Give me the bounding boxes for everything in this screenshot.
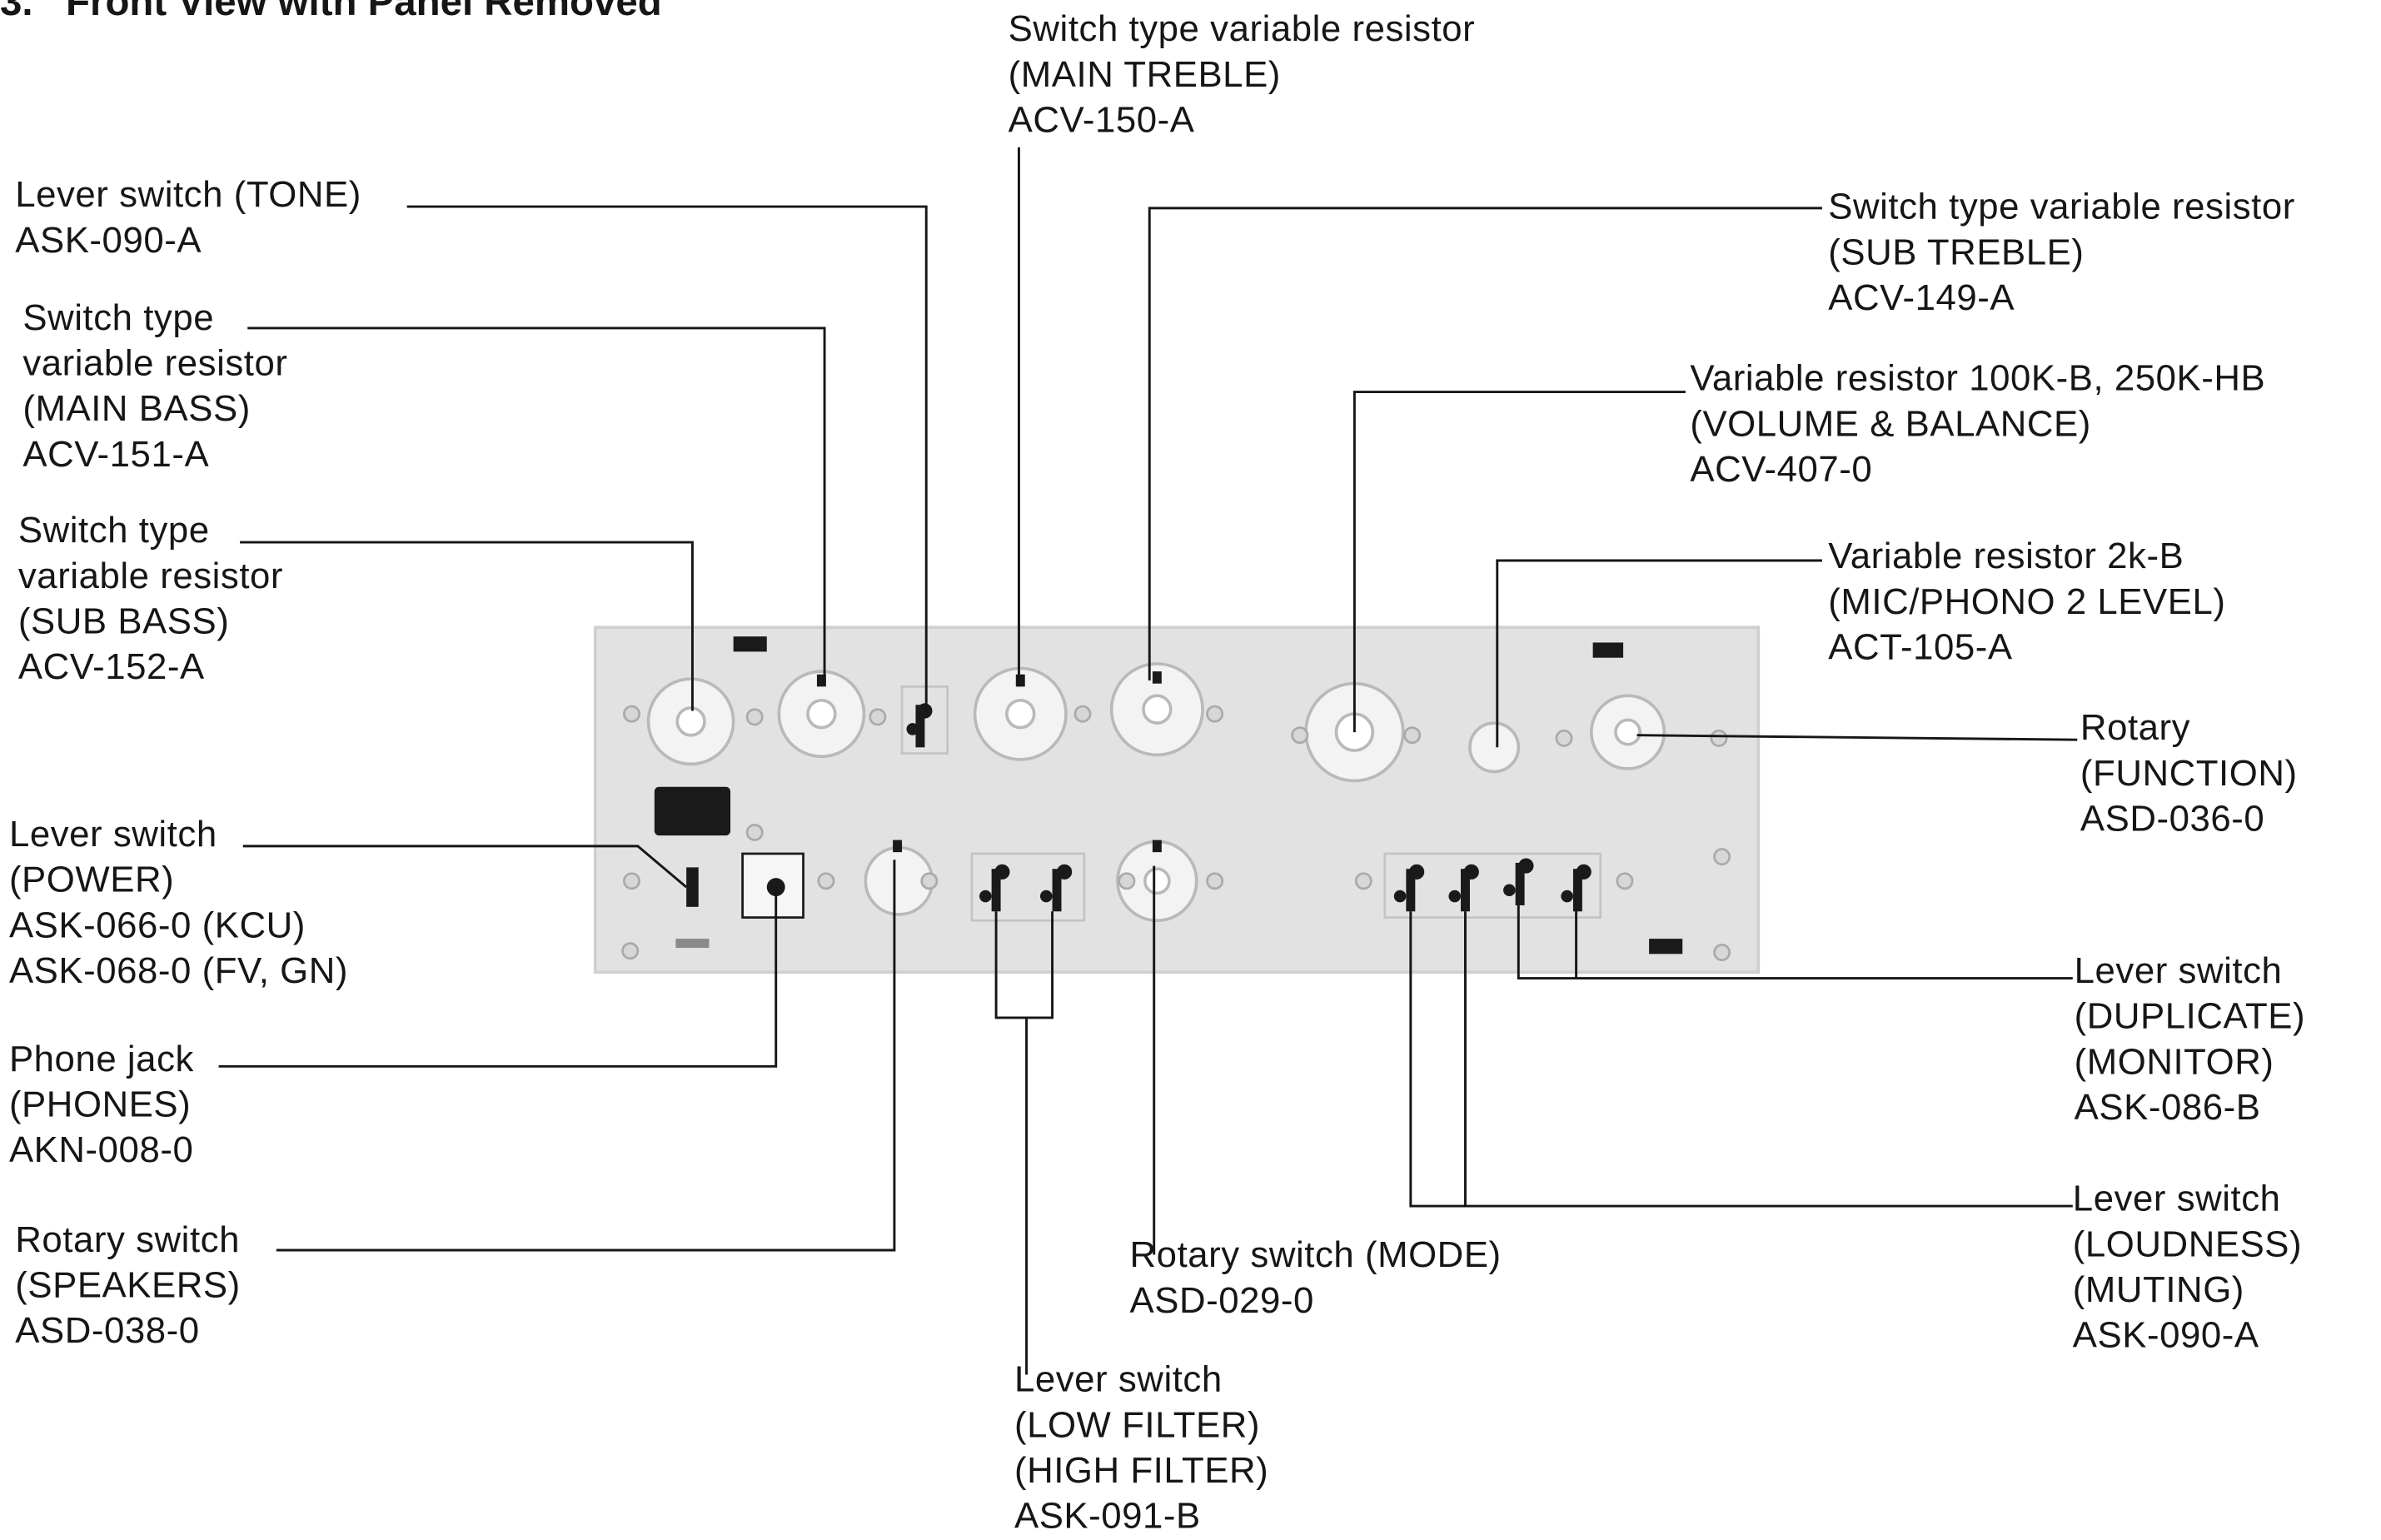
label-power: Lever switch (POWER) ASK-066-0 (KCU) ASK… [9,813,348,995]
label-duplicate-monitor-line-1: Lever switch [2075,949,2306,995]
label-mode-line-1: Rotary switch (MODE) [1130,1233,1502,1279]
label-phones-line-2: (PHONES) [9,1083,194,1129]
label-phones-line-1: Phone jack [9,1038,194,1084]
label-speakers-line-3: ASD-038-0 [15,1309,241,1355]
label-volume-balance: Variable resistor 100K-B, 250K-HB (VOLUM… [1690,357,2265,494]
label-duplicate-monitor-line-3: (MONITOR) [2075,1040,2306,1086]
label-sub-bass-line-2: variable resistor [18,555,283,601]
label-sub-bass: Switch type variable resistor (SUB BASS)… [18,509,283,691]
label-sub-treble-line-2: (SUB TREBLE) [1828,231,2295,277]
label-volume-balance-line-2: (VOLUME & BALANCE) [1690,402,2265,448]
label-function-line-1: Rotary [2080,706,2298,752]
label-tone: Lever switch (TONE) ASK-090-A [15,173,361,264]
label-main-treble-line-1: Switch type variable resistor [1009,7,1476,53]
label-speakers: Rotary switch (SPEAKERS) ASD-038-0 [15,1219,241,1355]
label-sub-bass-line-3: (SUB BASS) [18,600,283,645]
label-main-bass-line-2: variable resistor [22,341,287,387]
label-main-treble-line-3: ACV-150-A [1009,99,1476,145]
label-power-line-3: ASK-066-0 (KCU) [9,904,348,949]
label-volume-balance-line-3: ACV-407-0 [1690,448,2265,494]
label-mode-line-2: ASD-029-0 [1130,1279,1502,1325]
label-loudness-muting: Lever switch (LOUDNESS) (MUTING) ASK-090… [2073,1177,2302,1359]
label-function: Rotary (FUNCTION) ASD-036-0 [2080,706,2298,843]
label-speakers-line-1: Rotary switch [15,1219,241,1264]
label-main-bass-line-4: ACV-151-A [22,433,287,479]
label-mic-phono-line-1: Variable resistor 2k-B [1828,535,2225,581]
label-power-line-4: ASK-068-0 (FV, GN) [9,949,348,995]
label-main-bass-line-1: Switch type [22,297,287,342]
label-sub-treble-line-3: ACV-149-A [1828,277,2295,322]
label-loudness-muting-line-3: (MUTING) [2073,1268,2302,1314]
label-duplicate-monitor: Lever switch (DUPLICATE) (MONITOR) ASK-0… [2075,949,2306,1132]
label-phones: Phone jack (PHONES) AKN-008-0 [9,1038,194,1174]
label-filter-line-3: (HIGH FILTER) [1014,1449,1268,1495]
label-function-line-3: ASD-036-0 [2080,797,2298,843]
label-main-bass-line-3: (MAIN BASS) [22,387,287,433]
label-speakers-line-2: (SPEAKERS) [15,1263,241,1309]
label-power-line-2: (POWER) [9,858,348,904]
label-function-line-2: (FUNCTION) [2080,752,2298,798]
label-main-bass: Switch type variable resistor (MAIN BASS… [22,297,287,479]
label-tone-line-2: ASK-090-A [15,219,361,265]
label-mic-phono-line-3: ACT-105-A [1828,625,2225,671]
label-filter-line-4: ASK-091-B [1014,1495,1268,1540]
label-mic-phono: Variable resistor 2k-B (MIC/PHONO 2 LEVE… [1828,535,2225,671]
label-sub-treble: Switch type variable resistor (SUB TREBL… [1828,186,2295,322]
label-duplicate-monitor-line-4: ASK-086-B [2075,1086,2306,1132]
label-mic-phono-line-2: (MIC/PHONO 2 LEVEL) [1828,581,2225,626]
label-loudness-muting-line-4: ASK-090-A [2073,1314,2302,1360]
label-phones-line-3: AKN-008-0 [9,1129,194,1174]
label-power-line-1: Lever switch [9,813,348,859]
label-sub-bass-line-1: Switch type [18,509,283,555]
label-filter-line-1: Lever switch [1014,1358,1268,1403]
label-sub-treble-line-1: Switch type variable resistor [1828,186,2295,232]
label-main-treble: Switch type variable resistor (MAIN TREB… [1009,7,1476,144]
label-filter: Lever switch (LOW FILTER) (HIGH FILTER) … [1014,1358,1268,1540]
label-tone-line-1: Lever switch (TONE) [15,173,361,219]
label-sub-bass-line-4: ACV-152-A [18,645,283,691]
label-mode: Rotary switch (MODE) ASD-029-0 [1130,1233,1502,1324]
label-loudness-muting-line-1: Lever switch [2073,1177,2302,1223]
label-duplicate-monitor-line-2: (DUPLICATE) [2075,995,2306,1041]
label-volume-balance-line-1: Variable resistor 100K-B, 250K-HB [1690,357,2265,403]
label-filter-line-2: (LOW FILTER) [1014,1403,1268,1449]
label-loudness-muting-line-2: (LOUDNESS) [2073,1223,2302,1268]
label-main-treble-line-2: (MAIN TREBLE) [1009,53,1476,99]
